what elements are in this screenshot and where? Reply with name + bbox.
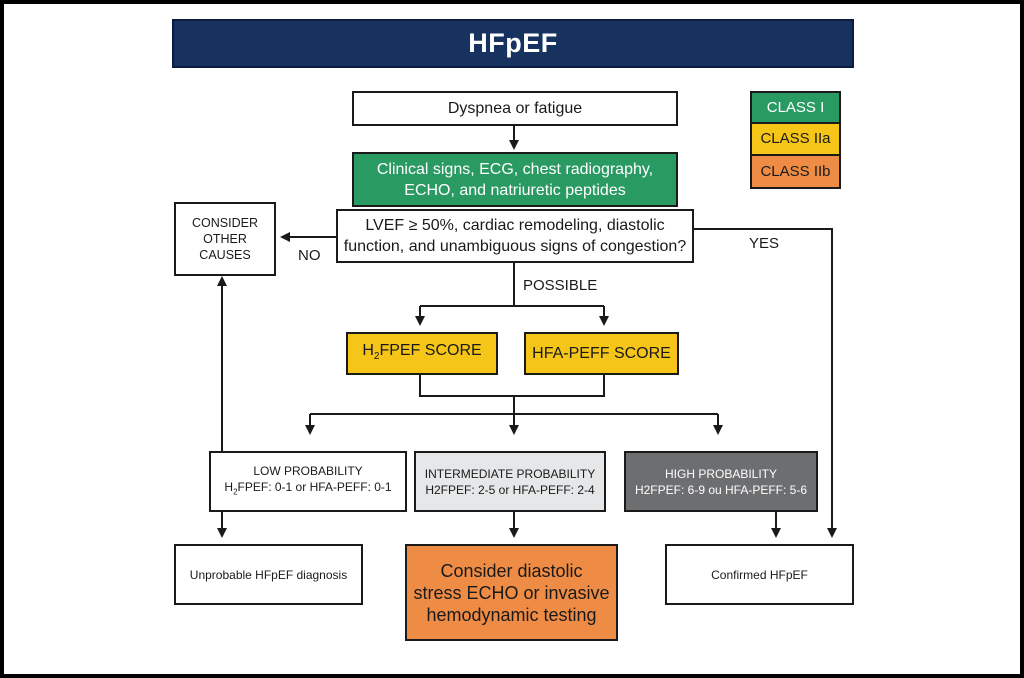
node-high-title: HIGH PROBABILITY — [664, 466, 778, 481]
node-intermediate-probability: INTERMEDIATE PROBABILITY H2FPEF: 2-5 or … — [414, 451, 606, 512]
node-unprobable-label: Unprobable HFpEF diagnosis — [189, 567, 348, 582]
node-consider-line1: Consider diastolic — [440, 560, 583, 581]
legend-class-iia: CLASS IIa — [750, 122, 841, 156]
edge-criteria-yes — [694, 228, 837, 538]
node-consider-line2: stress ECHO or invasive — [413, 582, 610, 603]
node-other-causes: CONSIDER OTHER CAUSES — [174, 202, 276, 276]
node-other-causes-line3: CAUSES — [199, 248, 251, 262]
node-intermediate-detail: H2FPEF: 2-5 or HFA-PEFF: 2-4 — [425, 482, 595, 497]
node-confirmed: Confirmed HFpEF — [665, 544, 854, 605]
node-consider-testing: Consider diastolic stress ECHO or invasi… — [405, 544, 618, 641]
node-hfapeff-label: HFA-PEFF SCORE — [532, 345, 671, 362]
diagram-title: HFpEF — [468, 28, 558, 58]
node-h2fpef-label: H2FPEF SCORE — [362, 341, 482, 363]
node-other-causes-line1: CONSIDER — [192, 216, 258, 230]
edge-label-no: NO — [298, 247, 321, 264]
node-initial-tests-line1: Clinical signs, ECG, chest radiography, — [376, 160, 654, 178]
legend-class-i: CLASS I — [750, 91, 841, 124]
node-unprobable: Unprobable HFpEF diagnosis — [174, 544, 363, 605]
node-criteria-line2: function, and unambiguous signs of conge… — [343, 238, 687, 255]
node-criteria: LVEF ≥ 50%, cardiac remodeling, diastoli… — [336, 209, 694, 263]
node-low-title: LOW PROBABILITY — [253, 463, 363, 478]
connector-lines — [217, 126, 837, 538]
node-intermediate-title: INTERMEDIATE PROBABILITY — [424, 466, 596, 481]
legend-class-iia-label: CLASS IIa — [760, 130, 831, 147]
node-confirmed-label: Confirmed HFpEF — [711, 567, 808, 582]
legend-class-i-label: CLASS I — [766, 98, 825, 116]
node-low-detail: H2FPEF: 0-1 or HFA-PEFF: 0-1 — [224, 479, 392, 497]
node-hfapeff-score: HFA-PEFF SCORE — [524, 332, 679, 375]
node-initial-tests-line2: ECHO, and natriuretic peptides — [404, 181, 626, 199]
node-high-probability: HIGH PROBABILITY H2FPEF: 6-9 ou HFA-PEFF… — [624, 451, 818, 512]
node-symptoms-label: Dyspnea or fatigue — [447, 100, 583, 117]
node-h2fpef-score: H2FPEF SCORE — [346, 332, 498, 375]
node-high-detail: H2FPEF: 6-9 ou HFA-PEFF: 5-6 — [634, 482, 808, 497]
node-low-probability: LOW PROBABILITY H2FPEF: 0-1 or HFA-PEFF:… — [209, 451, 407, 512]
legend-class-iib: CLASS IIb — [750, 154, 841, 189]
node-criteria-line1: LVEF ≥ 50%, cardiac remodeling, diastoli… — [365, 217, 665, 234]
title-bar: HFpEF — [172, 19, 854, 68]
edge-label-yes: YES — [749, 235, 780, 252]
legend-class-iib-label: CLASS IIb — [760, 162, 831, 180]
diagram-canvas: HFpEF CLASS I CLASS IIa CLASS IIb Dyspne… — [4, 4, 1020, 674]
edge-label-possible: POSSIBLE — [523, 277, 598, 294]
node-symptoms: Dyspnea or fatigue — [352, 91, 678, 126]
edge-scores-merge — [419, 375, 605, 397]
node-consider-line3: hemodynamic testing — [426, 604, 597, 625]
node-other-causes-line2: OTHER — [203, 232, 247, 246]
node-initial-tests: Clinical signs, ECG, chest radiography, … — [352, 152, 678, 207]
